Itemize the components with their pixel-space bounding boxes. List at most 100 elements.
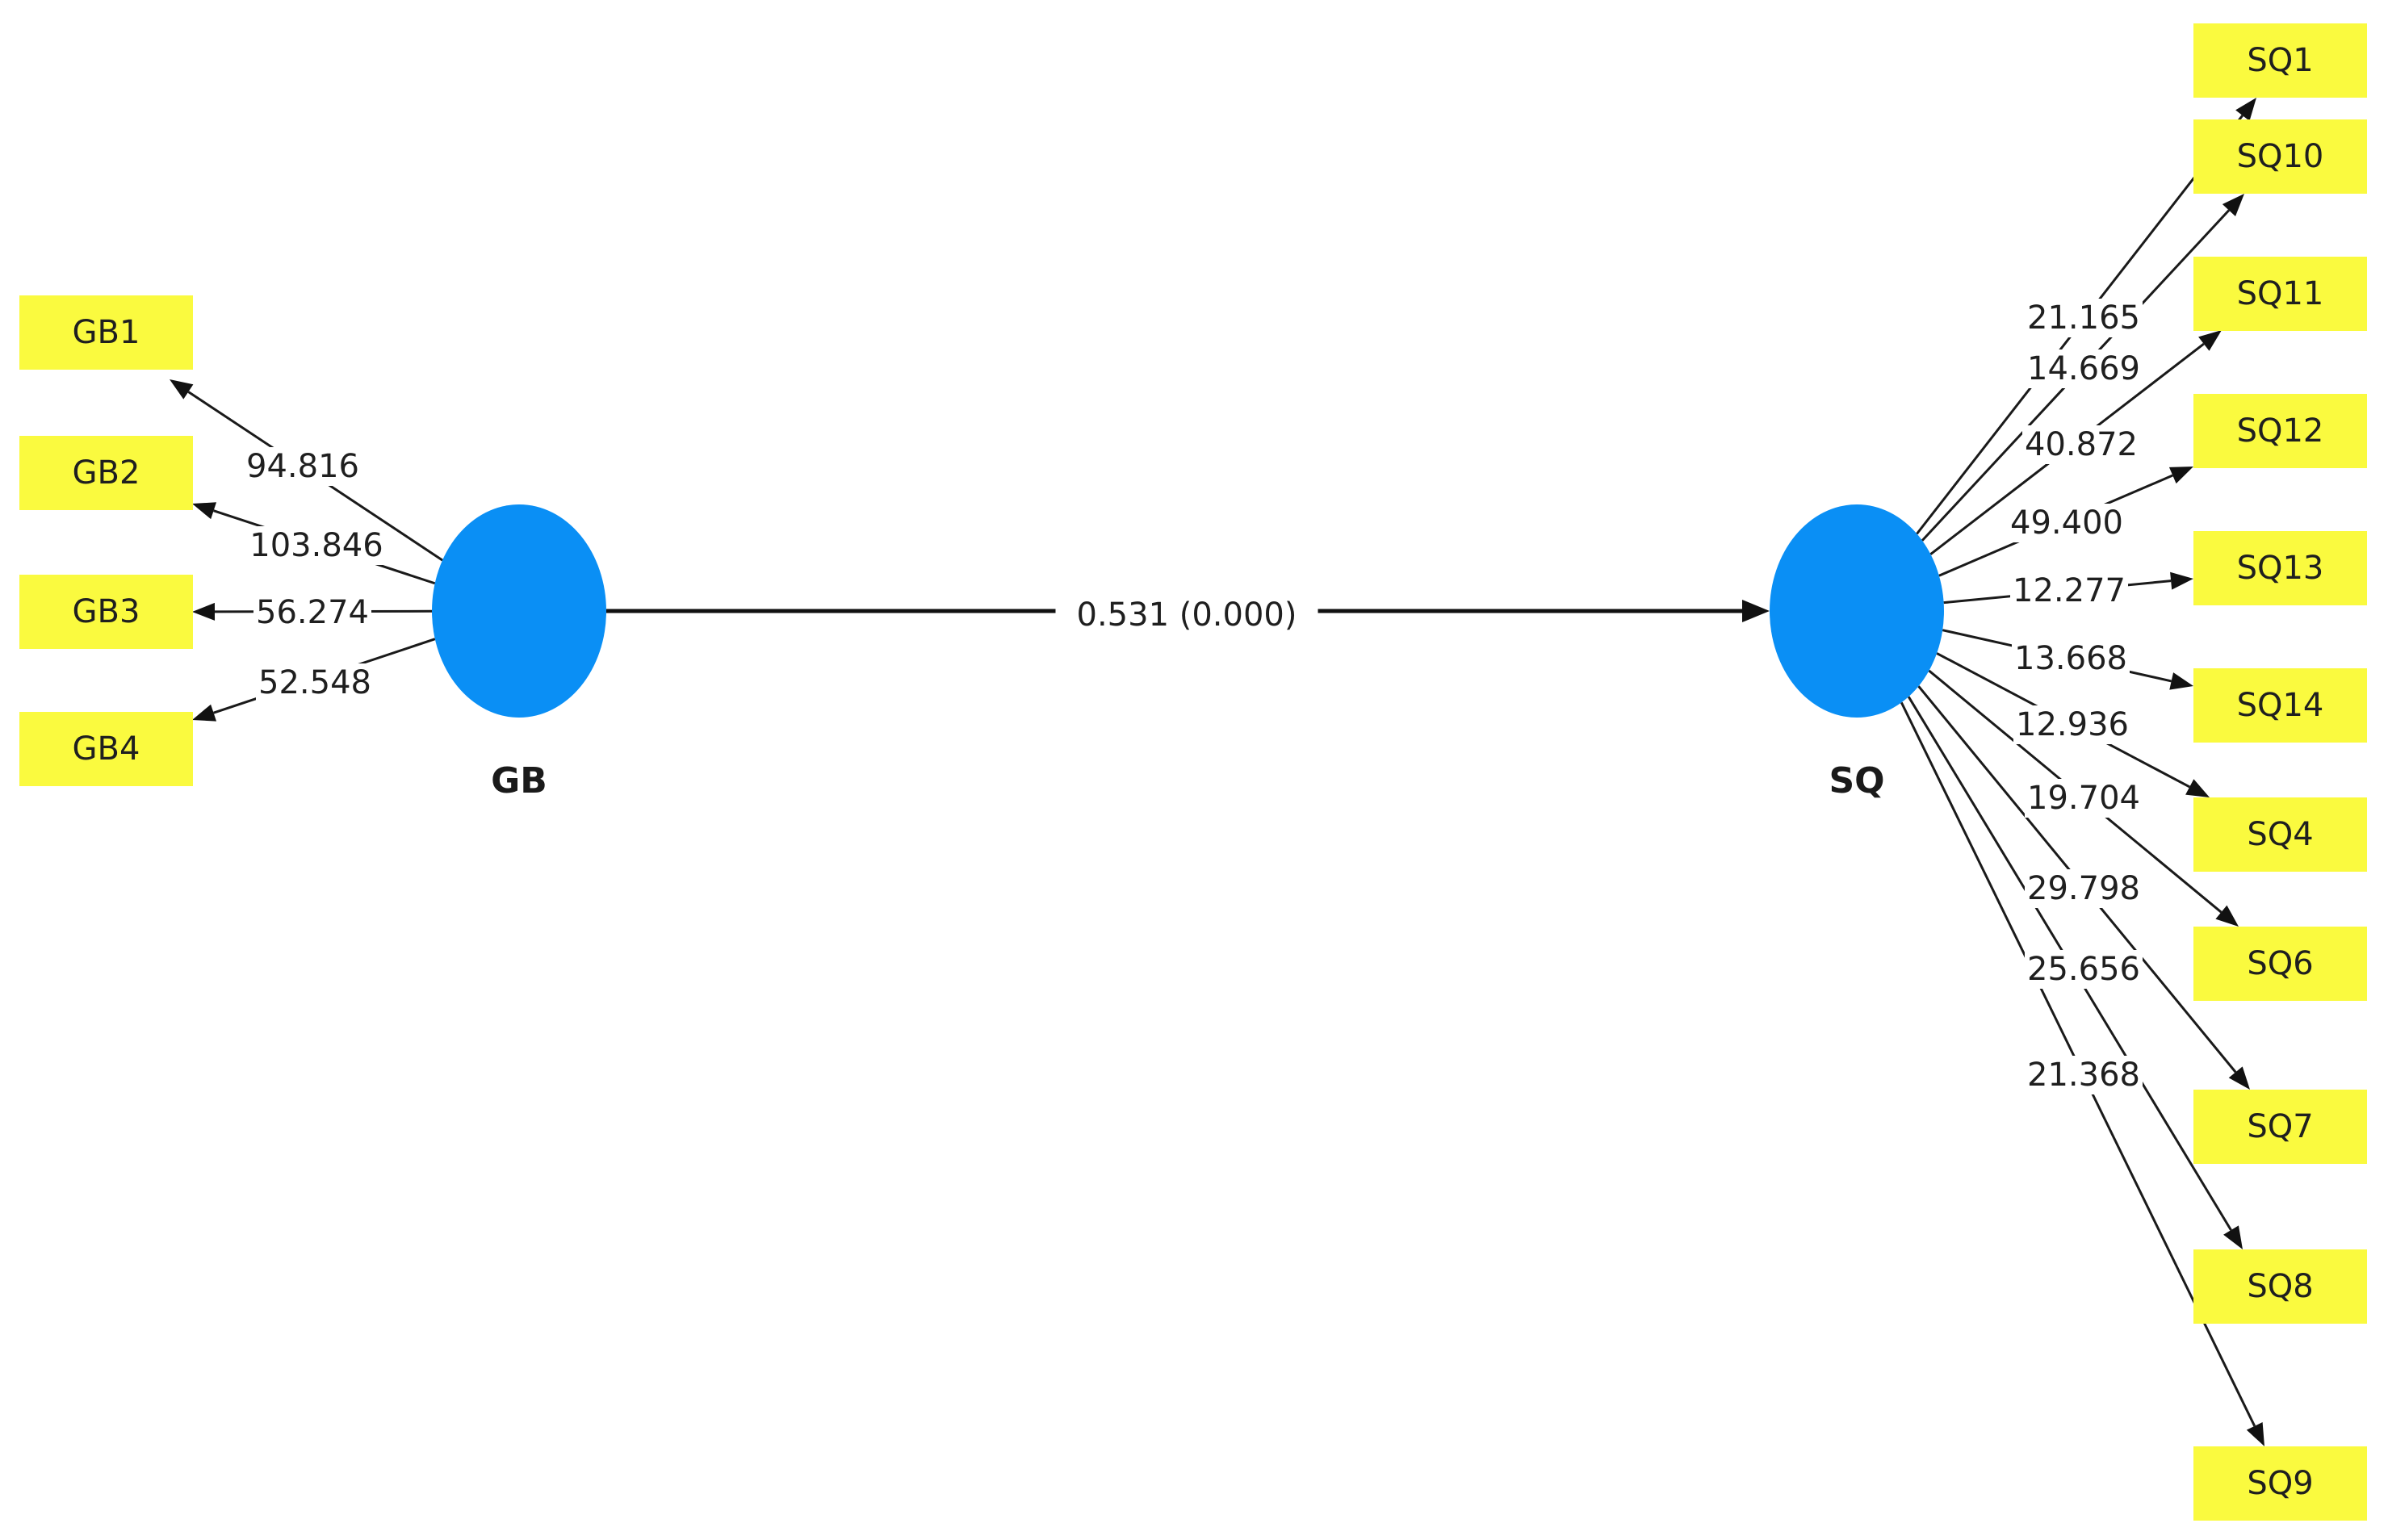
loading-label-gb2-background — [248, 526, 385, 565]
loading-sq14-arrowhead — [2169, 672, 2193, 690]
loading-label-sq1-text: 21.165 — [2027, 299, 2140, 337]
loading-label-gb2: 103.846 — [248, 526, 385, 565]
loading-label-sq7-background — [2025, 869, 2143, 908]
loading-label-sq7: 29.798 — [2025, 869, 2143, 908]
indicator-gb4[interactable]: GB4 — [19, 712, 193, 786]
loading-sq8-arrowhead — [2223, 1225, 2243, 1249]
loading-label-sq6: 19.704 — [2025, 779, 2143, 818]
indicator-sq13[interactable]: SQ13 — [2193, 531, 2367, 605]
loading-label-gb3: 56.274 — [253, 593, 371, 632]
indicator-label-sq13: SQ13 — [2237, 550, 2324, 587]
indicator-box-sq4 — [2193, 797, 2367, 872]
indicator-gb1[interactable]: GB1 — [19, 295, 193, 370]
edges-layer — [170, 98, 2264, 1446]
indicator-sq12[interactable]: SQ12 — [2193, 394, 2367, 468]
loading-label-gb1-text: 94.816 — [246, 448, 359, 485]
loading-label-sq8-text: 25.656 — [2027, 951, 2140, 988]
loading-sq4-arrowhead — [2185, 779, 2210, 797]
indicator-box-sq7 — [2193, 1090, 2367, 1164]
indicator-gb2[interactable]: GB2 — [19, 436, 193, 510]
indicator-box-gb2 — [19, 436, 193, 510]
indicator-label-sq4: SQ4 — [2247, 816, 2313, 853]
indicator-sq4[interactable]: SQ4 — [2193, 797, 2367, 872]
edge-labels-layer: 94.816 103.846 56.274 52.548 21.165 14.669 40.… — [244, 299, 2143, 1094]
indicator-box-sq8 — [2193, 1249, 2367, 1324]
loading-label-sq9-background — [2025, 1056, 2143, 1094]
loading-label-sq7-text: 29.798 — [2027, 870, 2140, 907]
indicator-sq10[interactable]: SQ10 — [2193, 119, 2367, 194]
loading-sq6-arrowhead — [2215, 905, 2239, 927]
indicator-label-gb4: GB4 — [73, 730, 140, 768]
loading-label-sq14: 13.668 — [2012, 639, 2130, 678]
loading-label-sq1: 21.165 — [2025, 299, 2143, 337]
loading-label-sq10: 14.669 — [2025, 349, 2143, 388]
loading-label-sq1-background — [2025, 299, 2143, 337]
indicator-sq11[interactable]: SQ11 — [2193, 257, 2367, 331]
loading-label-gb3-text: 56.274 — [256, 594, 369, 631]
construct-gb[interactable]: GB — [432, 504, 606, 801]
indicator-box-sq14 — [2193, 668, 2367, 743]
indicator-box-sq12 — [2193, 394, 2367, 468]
loading-label-gb4: 52.548 — [256, 663, 374, 702]
indicator-box-sq13 — [2193, 531, 2367, 605]
indicator-sq6[interactable]: SQ6 — [2193, 927, 2367, 1001]
loading-sq7-arrowhead — [2228, 1066, 2250, 1090]
loading-label-sq4-text: 12.936 — [2016, 706, 2129, 743]
indicator-sq9[interactable]: SQ9 — [2193, 1446, 2367, 1521]
indicator-sq1[interactable]: SQ1 — [2193, 23, 2367, 98]
indicator-label-gb3: GB3 — [73, 593, 140, 630]
loading-label-sq13: 12.277 — [2010, 571, 2128, 610]
indicator-sq7[interactable]: SQ7 — [2193, 1090, 2367, 1164]
loading-label-gb4-text: 52.548 — [258, 664, 371, 701]
construct-sq[interactable]: SQ — [1770, 504, 1944, 801]
path-gb-sq-arrowhead — [1742, 600, 1770, 622]
indicator-label-gb2: GB2 — [73, 454, 140, 492]
loading-label-sq10-text: 14.669 — [2027, 350, 2140, 387]
loading-label-sq11: 40.872 — [2022, 425, 2140, 464]
indicator-box-sq9 — [2193, 1446, 2367, 1521]
loading-label-sq11-text: 40.872 — [2025, 426, 2138, 463]
constructs-layer: GB SQ — [432, 504, 1944, 801]
loading-sq1-arrowhead — [2235, 98, 2256, 121]
construct-circle-sq — [1770, 504, 1944, 718]
indicator-label-sq9: SQ9 — [2247, 1465, 2313, 1502]
loading-label-sq6-text: 19.704 — [2027, 780, 2140, 817]
loading-label-sq12: 49.400 — [2008, 504, 2126, 542]
indicator-box-gb4 — [19, 712, 193, 786]
loading-label-gb2-text: 103.846 — [249, 527, 383, 564]
loading-label-sq8-background — [2025, 950, 2143, 989]
indicator-label-gb1: GB1 — [73, 314, 140, 351]
loading-label-gb1: 94.816 — [244, 447, 362, 486]
loading-label-sq11-background — [2022, 425, 2140, 464]
indicator-label-sq12: SQ12 — [2237, 412, 2324, 450]
loading-sq13-arrowhead — [2170, 571, 2193, 590]
indicator-label-sq10: SQ10 — [2237, 138, 2324, 175]
loading-sq12-arrowhead — [2168, 467, 2193, 484]
loading-label-sq9: 21.368 — [2025, 1056, 2143, 1094]
loading-label-sq13-background — [2010, 571, 2128, 610]
loading-label-gb3-background — [253, 593, 371, 632]
indicator-box-sq6 — [2193, 927, 2367, 1001]
loading-sq10-arrowhead — [2222, 194, 2244, 217]
path-coefficient-label-text: 0.531 (0.000) — [1077, 596, 1297, 634]
indicator-label-sq14: SQ14 — [2237, 687, 2324, 724]
indicators-layer: GB1GB2GB3GB4SQ1SQ10SQ11SQ12SQ13SQ14SQ4SQ… — [19, 23, 2367, 1521]
loading-label-sq10-background — [2025, 349, 2143, 388]
loading-gb2-arrowhead — [192, 502, 217, 520]
path-coefficient-label-background — [1055, 596, 1318, 634]
indicator-sq8[interactable]: SQ8 — [2193, 1249, 2367, 1324]
indicator-label-sq6: SQ6 — [2247, 945, 2313, 982]
indicator-gb3[interactable]: GB3 — [19, 575, 193, 649]
indicator-sq14[interactable]: SQ14 — [2193, 668, 2367, 743]
loading-label-sq12-text: 49.400 — [2010, 504, 2123, 542]
loading-label-sq14-background — [2012, 639, 2130, 678]
loading-label-sq14-text: 13.668 — [2014, 640, 2127, 677]
loading-label-gb4-background — [256, 663, 374, 702]
loading-gb3-arrowhead — [192, 602, 216, 621]
indicator-label-sq1: SQ1 — [2247, 42, 2313, 79]
loading-label-sq4-background — [2013, 705, 2131, 744]
loading-label-sq4: 12.936 — [2013, 705, 2131, 744]
loading-sq9-arrowhead — [2246, 1422, 2264, 1446]
loading-label-sq13-text: 12.277 — [2013, 572, 2126, 609]
